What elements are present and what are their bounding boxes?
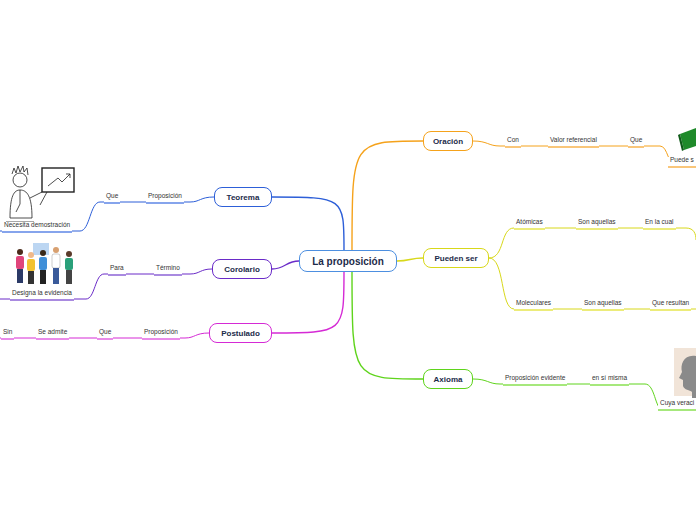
topic-label: Que bbox=[628, 137, 644, 148]
topic-label: Término bbox=[154, 265, 182, 276]
node-title: Axioma bbox=[434, 375, 463, 384]
topic-label: Puede s bbox=[668, 157, 696, 168]
teacher-illustration bbox=[6, 166, 74, 222]
branch-box: Oración bbox=[423, 131, 473, 151]
branch-connector bbox=[352, 141, 423, 250]
branch-connector bbox=[272, 197, 344, 250]
topic-label: Se admite bbox=[36, 329, 69, 340]
topic-label: Que resultan bbox=[650, 300, 691, 311]
topic-label: Son aquellas bbox=[576, 219, 618, 230]
branch-connector bbox=[352, 272, 423, 379]
topic-label: Proposición evidente bbox=[503, 375, 567, 386]
central-topic-box: La proposición bbox=[299, 250, 397, 272]
branch-connector bbox=[272, 272, 344, 333]
topic-label: en sí misma bbox=[590, 375, 629, 386]
topic-label: Que bbox=[104, 193, 120, 204]
branch-connector bbox=[272, 261, 299, 269]
topic-label: Proposición bbox=[142, 329, 180, 340]
branch-box: Teorema bbox=[214, 187, 272, 207]
branch-box: Postulado bbox=[209, 323, 272, 343]
people-group-illustration bbox=[16, 243, 73, 284]
topic-label: Con bbox=[505, 137, 521, 148]
node-title: La proposición bbox=[312, 256, 384, 267]
topic-label: Moleculares bbox=[514, 300, 553, 311]
head-icon bbox=[674, 348, 696, 398]
topic-label: Necesita demostración bbox=[2, 222, 72, 233]
book-icon bbox=[678, 128, 696, 151]
topic-label: Proposición bbox=[146, 193, 184, 204]
node-title: Pueden ser bbox=[434, 254, 477, 263]
node-title: Corolario bbox=[224, 265, 260, 274]
atomicas-branch-line bbox=[489, 228, 696, 258]
branch-box: Corolario bbox=[212, 259, 272, 279]
topic-label: Atómicas bbox=[514, 219, 545, 230]
node-title: Oración bbox=[433, 137, 463, 146]
topic-label: Cuya veraci bbox=[658, 400, 696, 411]
topic-label: En la cual bbox=[643, 219, 676, 230]
topic-label: Designa la evidencia bbox=[10, 290, 74, 301]
topic-label: Valor referencial bbox=[548, 137, 599, 148]
node-title: Teorema bbox=[227, 193, 260, 202]
topic-label: Que bbox=[97, 329, 113, 340]
branch-box: Axioma bbox=[423, 369, 473, 389]
topic-label: Son aquellas bbox=[582, 300, 624, 311]
node-title: Postulado bbox=[221, 329, 260, 338]
branch-box: Pueden ser bbox=[423, 248, 489, 268]
topic-label: Sin bbox=[1, 329, 14, 340]
topic-label: Para bbox=[108, 265, 126, 276]
branch-connector bbox=[397, 258, 423, 261]
